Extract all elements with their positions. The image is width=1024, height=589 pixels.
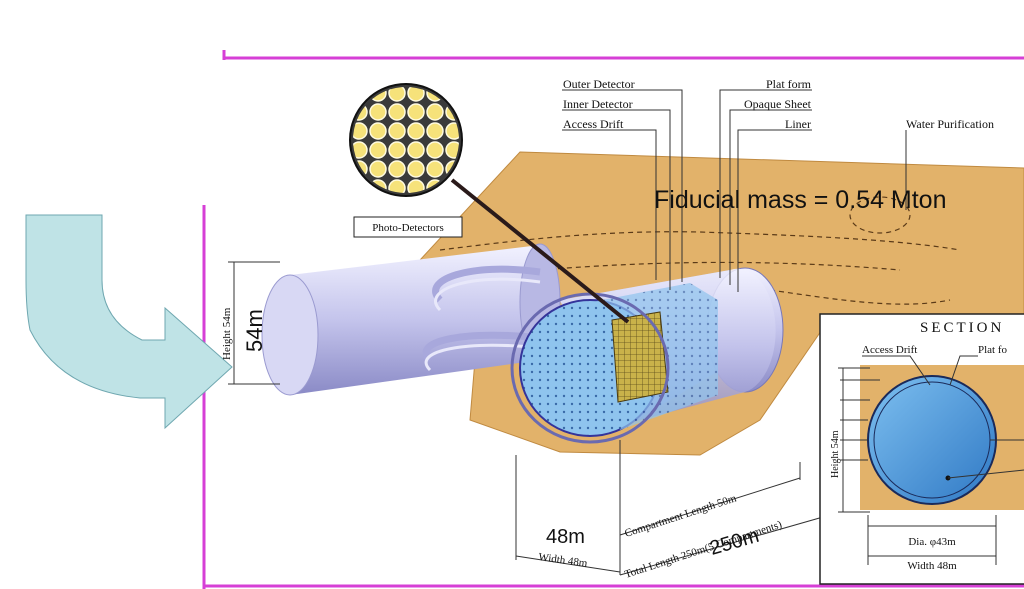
height-label-big: 54m [242,309,267,352]
inner-detector-panel [611,311,669,403]
height-label-small: Height 54m [221,307,233,360]
photo-detectors-label-box [353,216,463,238]
label-access-drift: Access Drift [563,117,624,131]
photo-detector-cell [388,103,406,121]
photo-detector-cell [426,103,444,121]
section-inset [819,313,1024,585]
bottom-dimensions [515,440,831,576]
photo-detector-cell [353,87,368,102]
tank-cutaway [510,267,784,444]
photo-detector-cell [426,141,444,159]
section-width: Width 48m [907,560,957,572]
photo-detector-cell [388,141,406,159]
photo-detector-cell [388,87,406,102]
section-height: Height 54m [830,430,841,478]
photo-detector-cell [426,122,444,140]
photo-detector-cell [369,141,387,159]
width-label-big: 48m [546,526,585,548]
height-dimension [228,261,280,385]
tunnel-outline [439,231,961,305]
photo-detector-zoom [349,83,463,197]
zoom-line [450,178,630,324]
photo-detector-cell [388,122,406,140]
section-access-drift: Access Drift [862,344,917,356]
photo-detector-cell [407,87,425,102]
photo-detector-cell [407,160,425,178]
label-liner: Liner [785,117,811,131]
fiducial-mass-headline: Fiducial mass = 0.54 Mton [654,186,947,214]
length-label-big: 250m [707,525,761,560]
label-outer-detector: Outer Detector [563,77,635,91]
label-inner-detector: Inner Detector [563,97,633,111]
section-title: SECTION [920,320,1004,336]
photo-detector-cell [407,103,425,121]
photo-detector-cell [353,179,368,193]
photo-detector-cell [426,160,444,178]
label-water-purification: Water Purification [906,117,994,131]
section-platform: Plat fo [978,344,1008,356]
callout-leaders [562,89,907,292]
section-diameter: Dia. φ43m [908,536,956,548]
section-tank [867,375,997,505]
photo-detector-cell [445,87,459,102]
photo-detectors-label: Photo-Detectors [372,222,443,234]
label-platform: Plat form [766,77,812,91]
photo-detector-cell [353,141,368,159]
photo-detector-cell [369,160,387,178]
photo-detector-cell [369,122,387,140]
photo-detector-cell [407,122,425,140]
photo-detector-cell [369,103,387,121]
label-opaque-sheet: Opaque Sheet [744,97,812,111]
photo-detector-cell [407,141,425,159]
width-label-small: Width 48m [538,551,589,570]
photo-detector-cell [353,122,368,140]
purification-drift [849,196,911,234]
pointer-arrow-icon [25,214,233,430]
slide-frame [202,50,1024,589]
photo-detector-cell [388,160,406,178]
compartment-length-label: Compartment Length 50m [623,492,738,540]
